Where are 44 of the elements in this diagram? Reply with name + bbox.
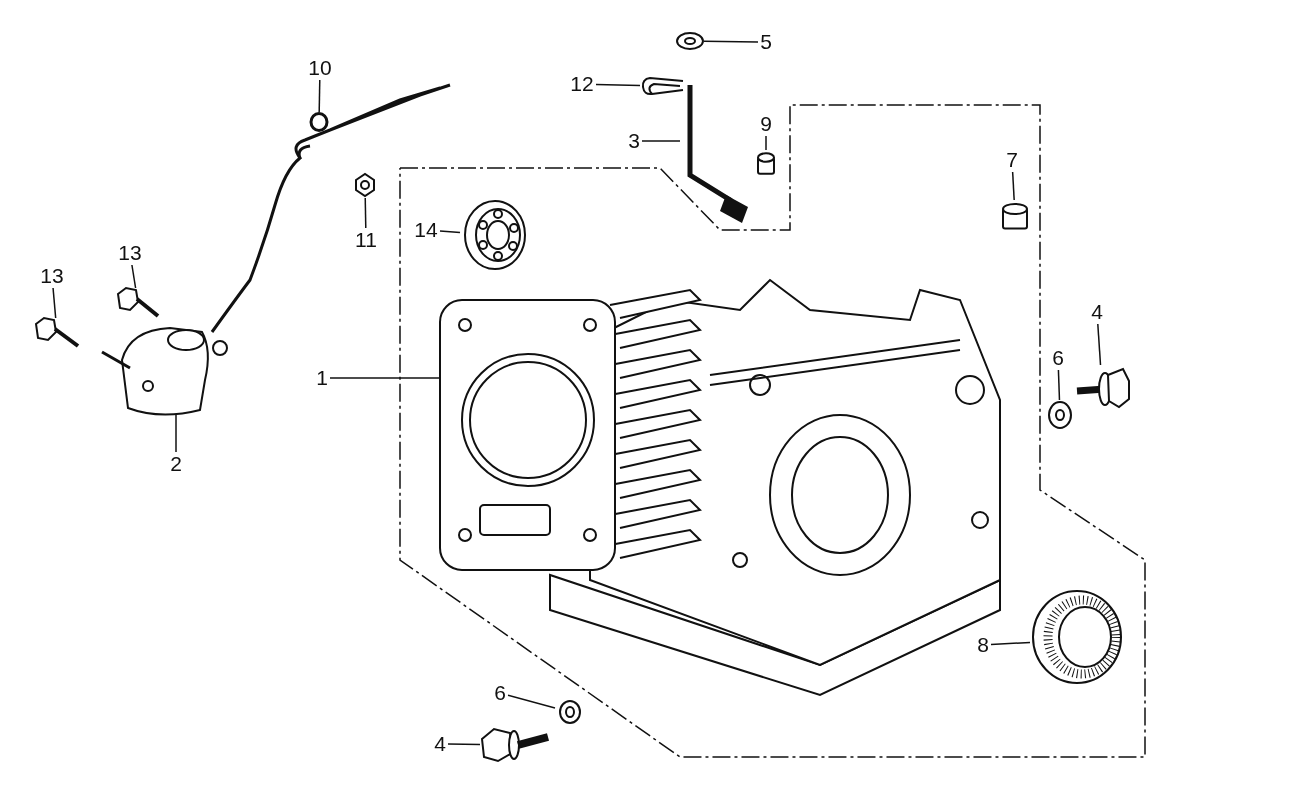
bolt-drawing: [36, 318, 78, 348]
callout-number: 10: [306, 56, 334, 80]
callout-number: 4: [432, 732, 448, 756]
leader-line: [318, 79, 321, 113]
washer-drawing: [676, 32, 704, 50]
seal-drawing: [755, 150, 777, 175]
flange-bolt-drawing: [480, 725, 550, 765]
leader-line: [175, 414, 177, 453]
leader-line: [1097, 323, 1102, 366]
leader-line: [329, 377, 441, 379]
leader-line: [703, 40, 759, 43]
leader-line: [595, 83, 641, 87]
callout-number: 4: [1089, 300, 1105, 324]
flange-bolt-drawing: [1075, 365, 1130, 410]
callout-number: 11: [352, 228, 380, 252]
callout-number: 7: [1004, 148, 1020, 172]
leader-line: [439, 230, 461, 234]
leader-line: [765, 135, 767, 151]
leader-line: [1057, 369, 1061, 401]
leader-line: [131, 264, 137, 289]
callout-number: 13: [38, 264, 66, 288]
callout-number: 3: [626, 129, 642, 153]
bolt-drawing: [118, 288, 158, 318]
callout-number: 6: [1050, 346, 1066, 370]
o-ring-drawing: [309, 112, 329, 132]
callout-number: 8: [975, 633, 991, 657]
oil-seal-drawing: [1030, 590, 1125, 685]
leader-line: [641, 140, 681, 142]
nut-drawing: [353, 172, 377, 198]
leader-line: [52, 287, 57, 319]
callout-number: 12: [568, 72, 596, 96]
callout-number: 5: [758, 30, 774, 54]
leader-line: [364, 197, 367, 229]
leader-line: [990, 641, 1031, 646]
leader-line: [447, 743, 481, 746]
callout-number: 14: [412, 218, 440, 242]
callout-number: 2: [168, 452, 184, 476]
callout-number: 13: [116, 241, 144, 265]
callout-number: 9: [758, 112, 774, 136]
callout-number: 6: [492, 681, 508, 705]
plug-cap-drawing: [1000, 200, 1030, 230]
callout-number: 1: [314, 366, 330, 390]
leader-line: [1011, 171, 1015, 201]
leader-line: [507, 694, 556, 709]
